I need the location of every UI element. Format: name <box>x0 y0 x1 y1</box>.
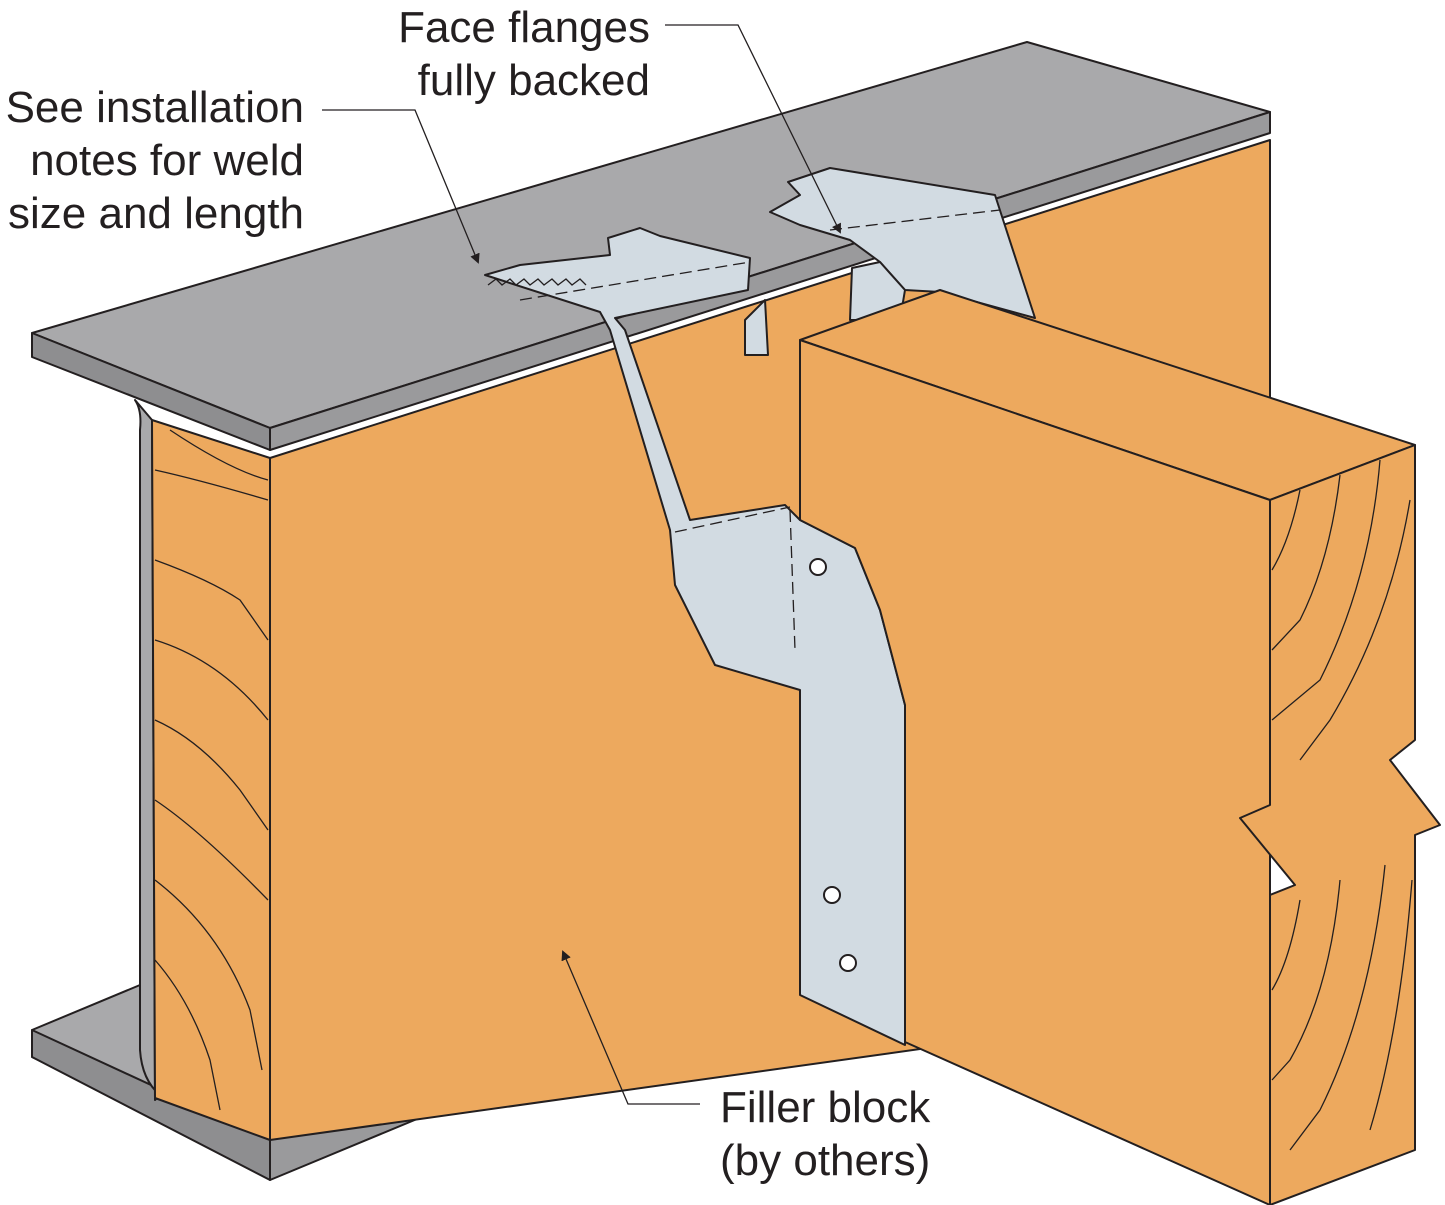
joist-end-grain-lines <box>1271 459 1413 1151</box>
weld-note-line-2: notes for weld <box>30 136 304 185</box>
weld-note-line-3: size and length <box>8 189 304 238</box>
nail-hole <box>823 886 841 904</box>
filler-block-line-1: Filler block <box>720 1083 931 1132</box>
face-flanges-line-1: Face flanges <box>398 3 650 52</box>
face-flanges-line-2: fully backed <box>418 56 650 105</box>
filler-block-line-2: (by others) <box>720 1136 930 1185</box>
end-grain-lines <box>154 429 269 1111</box>
joist <box>799 289 1441 1205</box>
hanger-far <box>769 167 1036 321</box>
weld-note-line-1: See installation <box>6 83 304 132</box>
nail-hole <box>809 558 827 576</box>
label-filler-block: Filler block (by others) <box>720 1083 931 1185</box>
nail-hole <box>839 954 857 972</box>
label-face-flanges: Face flanges fully backed <box>398 3 650 105</box>
label-weld-note: See installation notes for weld size and… <box>6 83 304 238</box>
leader-lines <box>322 24 841 1105</box>
